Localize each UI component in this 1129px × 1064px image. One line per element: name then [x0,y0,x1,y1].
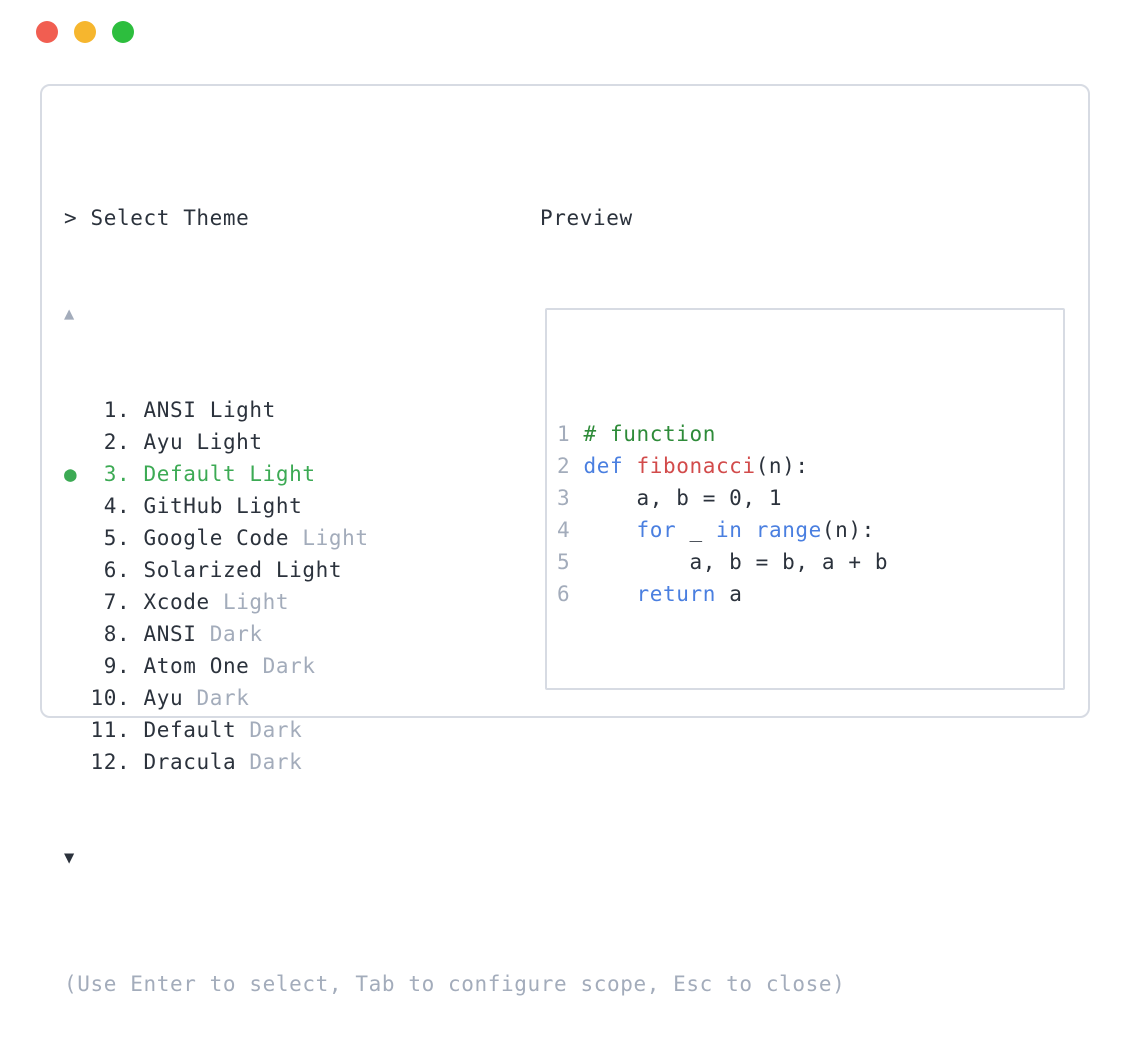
theme-list-item[interactable]: 8. ANSI Dark [64,618,845,650]
bullet-placeholder [64,622,91,646]
scroll-up-icon[interactable]: ▲ [64,304,75,324]
theme-item-name: Ayu [143,686,184,710]
selected-bullet-icon: ● [64,462,91,486]
maximize-button[interactable] [112,21,134,43]
code-line: 3 a, b = 0, 1 [557,482,1055,514]
bullet-placeholder [64,718,91,742]
theme-item-number: 5. [90,526,144,550]
code-token: in [715,518,743,542]
theme-item-number: 3. [90,462,144,486]
theme-list-item[interactable]: 7. Xcode Light [64,586,845,618]
screen: > Select Theme ▲ 1. ANSI Light 2. Ayu Li… [36,21,1090,996]
code-token: # function [583,422,716,446]
theme-list-item[interactable]: ● 3. Default Light [64,458,845,490]
theme-list-item[interactable]: 5. Google Code Light [64,522,845,554]
bullet-placeholder [64,750,91,774]
theme-item-name: Google Code [143,526,290,550]
line-number: 4 [557,518,584,542]
minimize-button[interactable] [74,21,96,43]
code-token: a, b = b, a + b [583,550,889,574]
theme-item-number: 10. [90,686,144,710]
theme-item-variant: Dark [196,622,263,646]
bullet-placeholder [64,430,91,454]
theme-item-variant: Dark [183,686,250,710]
theme-item-number: 9. [90,654,144,678]
theme-list-item[interactable]: 6. Solarized Light [64,554,845,586]
theme-list-item[interactable]: 11. Default Dark [64,714,845,746]
code-token: def [583,454,624,478]
code-token: return [636,582,716,606]
theme-item-number: 7. [90,590,144,614]
theme-item-name: Atom One [143,654,250,678]
theme-item-variant: Light [289,526,369,550]
close-button[interactable] [36,21,58,43]
code-token [742,518,755,542]
line-number: 2 [557,454,584,478]
keyboard-hint: (Use Enter to select, Tab to configure s… [64,972,846,996]
code-token: (n): [755,454,809,478]
bullet-placeholder [64,494,91,518]
bullet-placeholder [64,398,91,422]
theme-list-item[interactable]: 1. ANSI Light [64,394,845,426]
code-line: 6 return a [557,578,1055,610]
bullet-placeholder [64,654,91,678]
window-controls [36,21,134,43]
theme-item-number: 6. [90,558,144,582]
code-token [584,518,637,542]
theme-item-name: GitHub Light [143,494,303,518]
line-number: 5 [557,550,584,574]
theme-item-name: Default Light [143,462,316,486]
theme-list-item[interactable]: 2. Ayu Light [64,426,845,458]
theme-item-name: Xcode [143,590,210,614]
bullet-placeholder [64,526,91,550]
select-theme-prompt: > Select Theme [64,206,250,230]
theme-picker-dialog: > Select Theme ▲ 1. ANSI Light 2. Ayu Li… [40,84,1090,996]
theme-list-item[interactable]: 9. Atom One Dark [64,650,845,682]
code-token: a, b = 0, 1 [583,486,783,510]
code-token: (n): [821,518,875,542]
theme-item-variant: Dark [249,654,316,678]
code-token: _ [676,518,716,542]
scroll-down-icon[interactable]: ▼ [64,848,75,868]
theme-list-item[interactable]: 10. Ayu Dark [64,682,845,714]
bullet-placeholder [64,686,91,710]
theme-item-variant: Light [209,590,290,614]
theme-item-number: 4. [90,494,144,518]
code-token: fibonacci [636,454,756,478]
code-token [623,454,636,478]
theme-item-name: Default [143,718,237,742]
theme-item-number: 2. [90,430,144,454]
theme-item-name: ANSI Light [143,398,276,422]
theme-item-variant: Dark [236,750,303,774]
theme-item-name: Ayu Light [143,430,263,454]
code-line: 2 def fibonacci(n): [557,450,1055,482]
theme-item-name: Solarized Light [143,558,343,582]
code-blank-line [557,674,1055,688]
code-line: 4 for _ in range(n): [557,514,1055,546]
code-line: 1 # function [557,418,1055,450]
theme-item-name: ANSI [143,622,197,646]
line-number: 6 [557,582,584,606]
bullet-placeholder [64,590,91,614]
theme-item-number: 1. [90,398,144,422]
theme-item-number: 8. [90,622,144,646]
code-token [584,582,637,606]
line-number: 3 [557,486,584,510]
theme-item-number: 11. [90,718,144,742]
theme-item-name: Dracula [143,750,237,774]
code-token: for [636,518,677,542]
bullet-placeholder [64,558,91,582]
preview-title: Preview [540,206,633,230]
code-token: a [715,582,743,606]
theme-item-number: 12. [90,750,144,774]
code-line: 5 a, b = b, a + b [557,546,1055,578]
theme-list-item[interactable]: 4. GitHub Light [64,490,845,522]
code-token: range [755,518,822,542]
line-number: 1 [557,422,584,446]
theme-item-variant: Dark [236,718,303,742]
